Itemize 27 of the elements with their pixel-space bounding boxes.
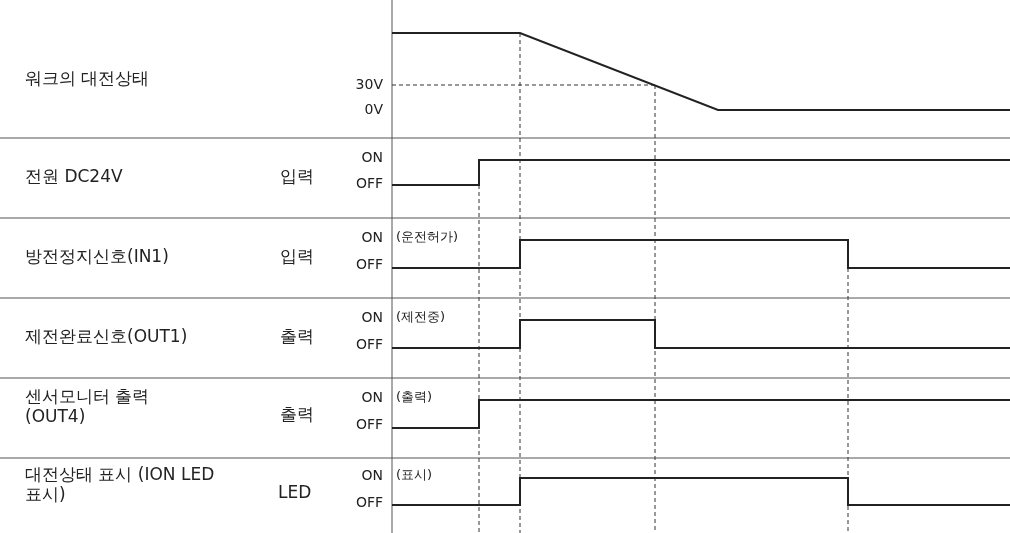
state-note: (출력): [396, 389, 433, 405]
signal-name: 워크의 대전상태: [25, 68, 150, 89]
level-label: ON: [361, 309, 383, 326]
level-label: OFF: [355, 494, 383, 511]
level-label: OFF: [355, 256, 383, 273]
signal-name: 제전완료신호(OUT1): [25, 326, 188, 347]
level-label: OFF: [355, 336, 383, 353]
voltage-label: 30V: [355, 76, 383, 93]
io-type-label: 입력: [280, 166, 314, 187]
signal-name: 센서모니터 출력 (OUT4): [25, 386, 151, 427]
state-note: (제전중): [396, 309, 446, 325]
io-type-label: 출력: [280, 326, 314, 347]
voltage-label: 0V: [364, 101, 383, 118]
level-label: OFF: [355, 175, 383, 192]
level-label: OFF: [355, 416, 383, 433]
signal-name: 전원 DC24V: [25, 166, 123, 187]
signal-name: 방전정지신호(IN1): [25, 246, 169, 267]
level-label: ON: [361, 229, 383, 246]
state-note: (표시): [396, 467, 433, 483]
io-type-label: LED: [278, 482, 312, 503]
level-label: ON: [361, 149, 383, 166]
state-note: (운전허가): [396, 229, 459, 245]
signal-name: 대전상태 표시 (ION LED 표시): [25, 464, 216, 505]
level-label: ON: [361, 389, 383, 406]
io-type-label: 출력: [280, 404, 314, 425]
level-label: ON: [361, 467, 383, 484]
io-type-label: 입력: [280, 246, 314, 267]
